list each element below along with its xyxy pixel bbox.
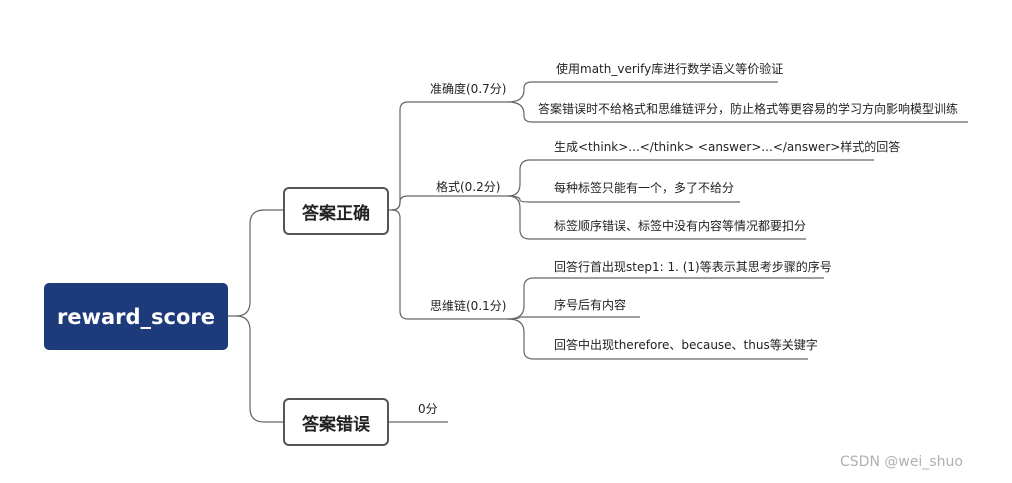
root-node[interactable]: reward_score [44, 283, 228, 350]
root-label: reward_score [56, 304, 216, 329]
format-item-3[interactable]: 标签顺序错误、标签中没有内容等情况都要扣分 [554, 219, 807, 233]
format-item-2[interactable]: 每种标签只能有一个，多了不给分 [554, 181, 735, 195]
group-cot-label[interactable]: 思维链(0.1分) [430, 299, 507, 313]
link-accuracy-item-1 [507, 81, 778, 103]
link-format-item-2 [507, 195, 740, 203]
cot-item-3[interactable]: 回答中出现therefore、because、thus等关键字 [554, 338, 818, 352]
link-format-item-1 [507, 159, 874, 197]
accuracy-item-1[interactable]: 使用math_verify库进行数学语义等价验证 [556, 62, 784, 76]
link-correct-format [391, 195, 508, 211]
watermark: CSDN @wei_shuo [840, 454, 963, 470]
link-cot-item-1 [507, 277, 824, 320]
accuracy-item-2[interactable]: 答案错误时不给格式和思维链评分，防止格式等更容易的学习方向影响模型训练 [538, 102, 959, 116]
node-correct-label: 答案正确 [302, 203, 370, 224]
cot-item-1[interactable]: 回答行首出现step1: 1. (1)等表示其思考步骤的序号 [554, 260, 832, 274]
link-root-correct [228, 209, 283, 317]
link-correct-cot [391, 209, 508, 320]
link-cot-item-2 [507, 316, 640, 320]
link-format-item-3 [507, 195, 806, 240]
node-wrong-label: 答案错误 [302, 414, 370, 435]
group-format-label[interactable]: 格式(0.2分) [436, 180, 501, 194]
wrong-score-label[interactable]: 0分 [418, 402, 438, 416]
link-cot-item-3 [507, 318, 808, 360]
cot-item-2[interactable]: 序号后有内容 [554, 298, 627, 312]
group-accuracy-label[interactable]: 准确度(0.7分) [430, 82, 507, 96]
node-correct[interactable]: 答案正确 [283, 187, 389, 235]
node-wrong[interactable]: 答案错误 [283, 398, 389, 446]
link-accuracy-item-2 [507, 101, 968, 123]
format-item-1[interactable]: 生成<think>...</think> <answer>...</answer… [554, 140, 901, 154]
link-root-wrong [235, 315, 283, 423]
